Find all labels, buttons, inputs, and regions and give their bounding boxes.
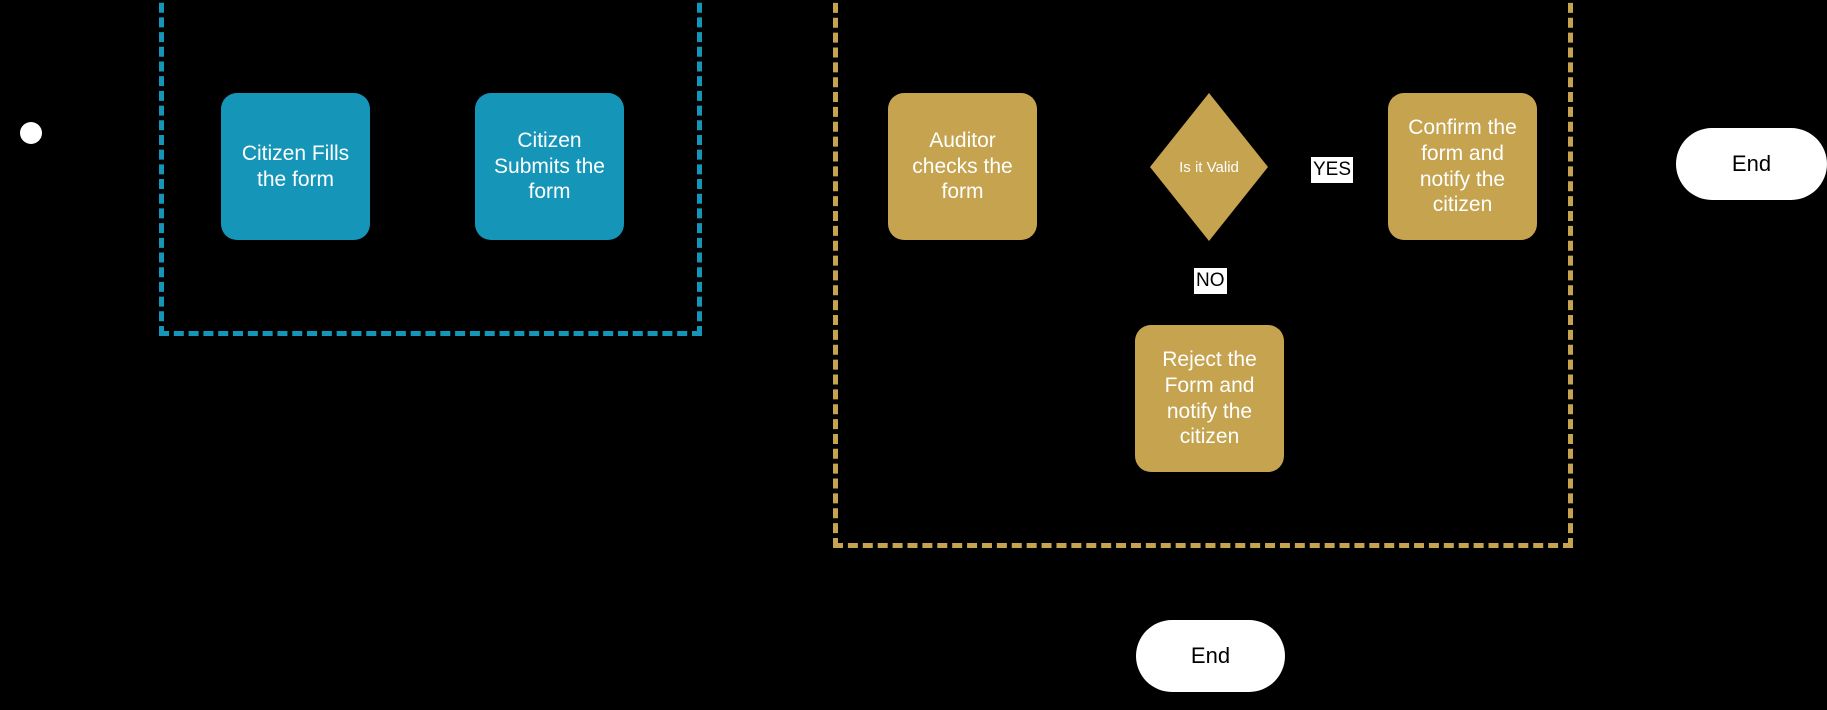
node-label: Citizen Fills the form	[241, 141, 350, 191]
node-label: End	[1731, 151, 1772, 176]
node-end-right[interactable]: End	[1676, 128, 1827, 200]
node-confirm-form-and-notify-citizen[interactable]: Confirm the form and notify the citizen	[1388, 93, 1537, 240]
edge-label-no: NO	[1194, 268, 1227, 294]
node-reject-form-and-notify-citizen[interactable]: Reject the Form and notify the citizen	[1135, 325, 1284, 472]
node-label: Is it Valid	[1179, 158, 1239, 176]
start-node-icon[interactable]	[20, 122, 42, 144]
node-label: End	[1190, 643, 1231, 668]
node-label: Auditor checks the form	[912, 129, 1013, 204]
node-label: Confirm the form and notify the citizen	[1408, 116, 1517, 217]
edge-label-yes: YES	[1311, 157, 1354, 183]
node-is-it-valid-decision[interactable]: Is it Valid	[1150, 93, 1268, 241]
swimlane-auditor	[833, 0, 1573, 548]
node-label: Citizen Submits the form	[494, 129, 605, 204]
node-citizen-fills-the-form[interactable]: Citizen Fills the form	[221, 93, 370, 240]
node-end-bottom[interactable]: End	[1136, 620, 1285, 692]
node-citizen-submits-the-form[interactable]: Citizen Submits the form	[475, 93, 624, 240]
node-label: Reject the Form and notify the citizen	[1162, 348, 1257, 449]
node-auditor-checks-the-form[interactable]: Auditor checks the form	[888, 93, 1037, 240]
swimlane-citizen	[159, 0, 702, 336]
